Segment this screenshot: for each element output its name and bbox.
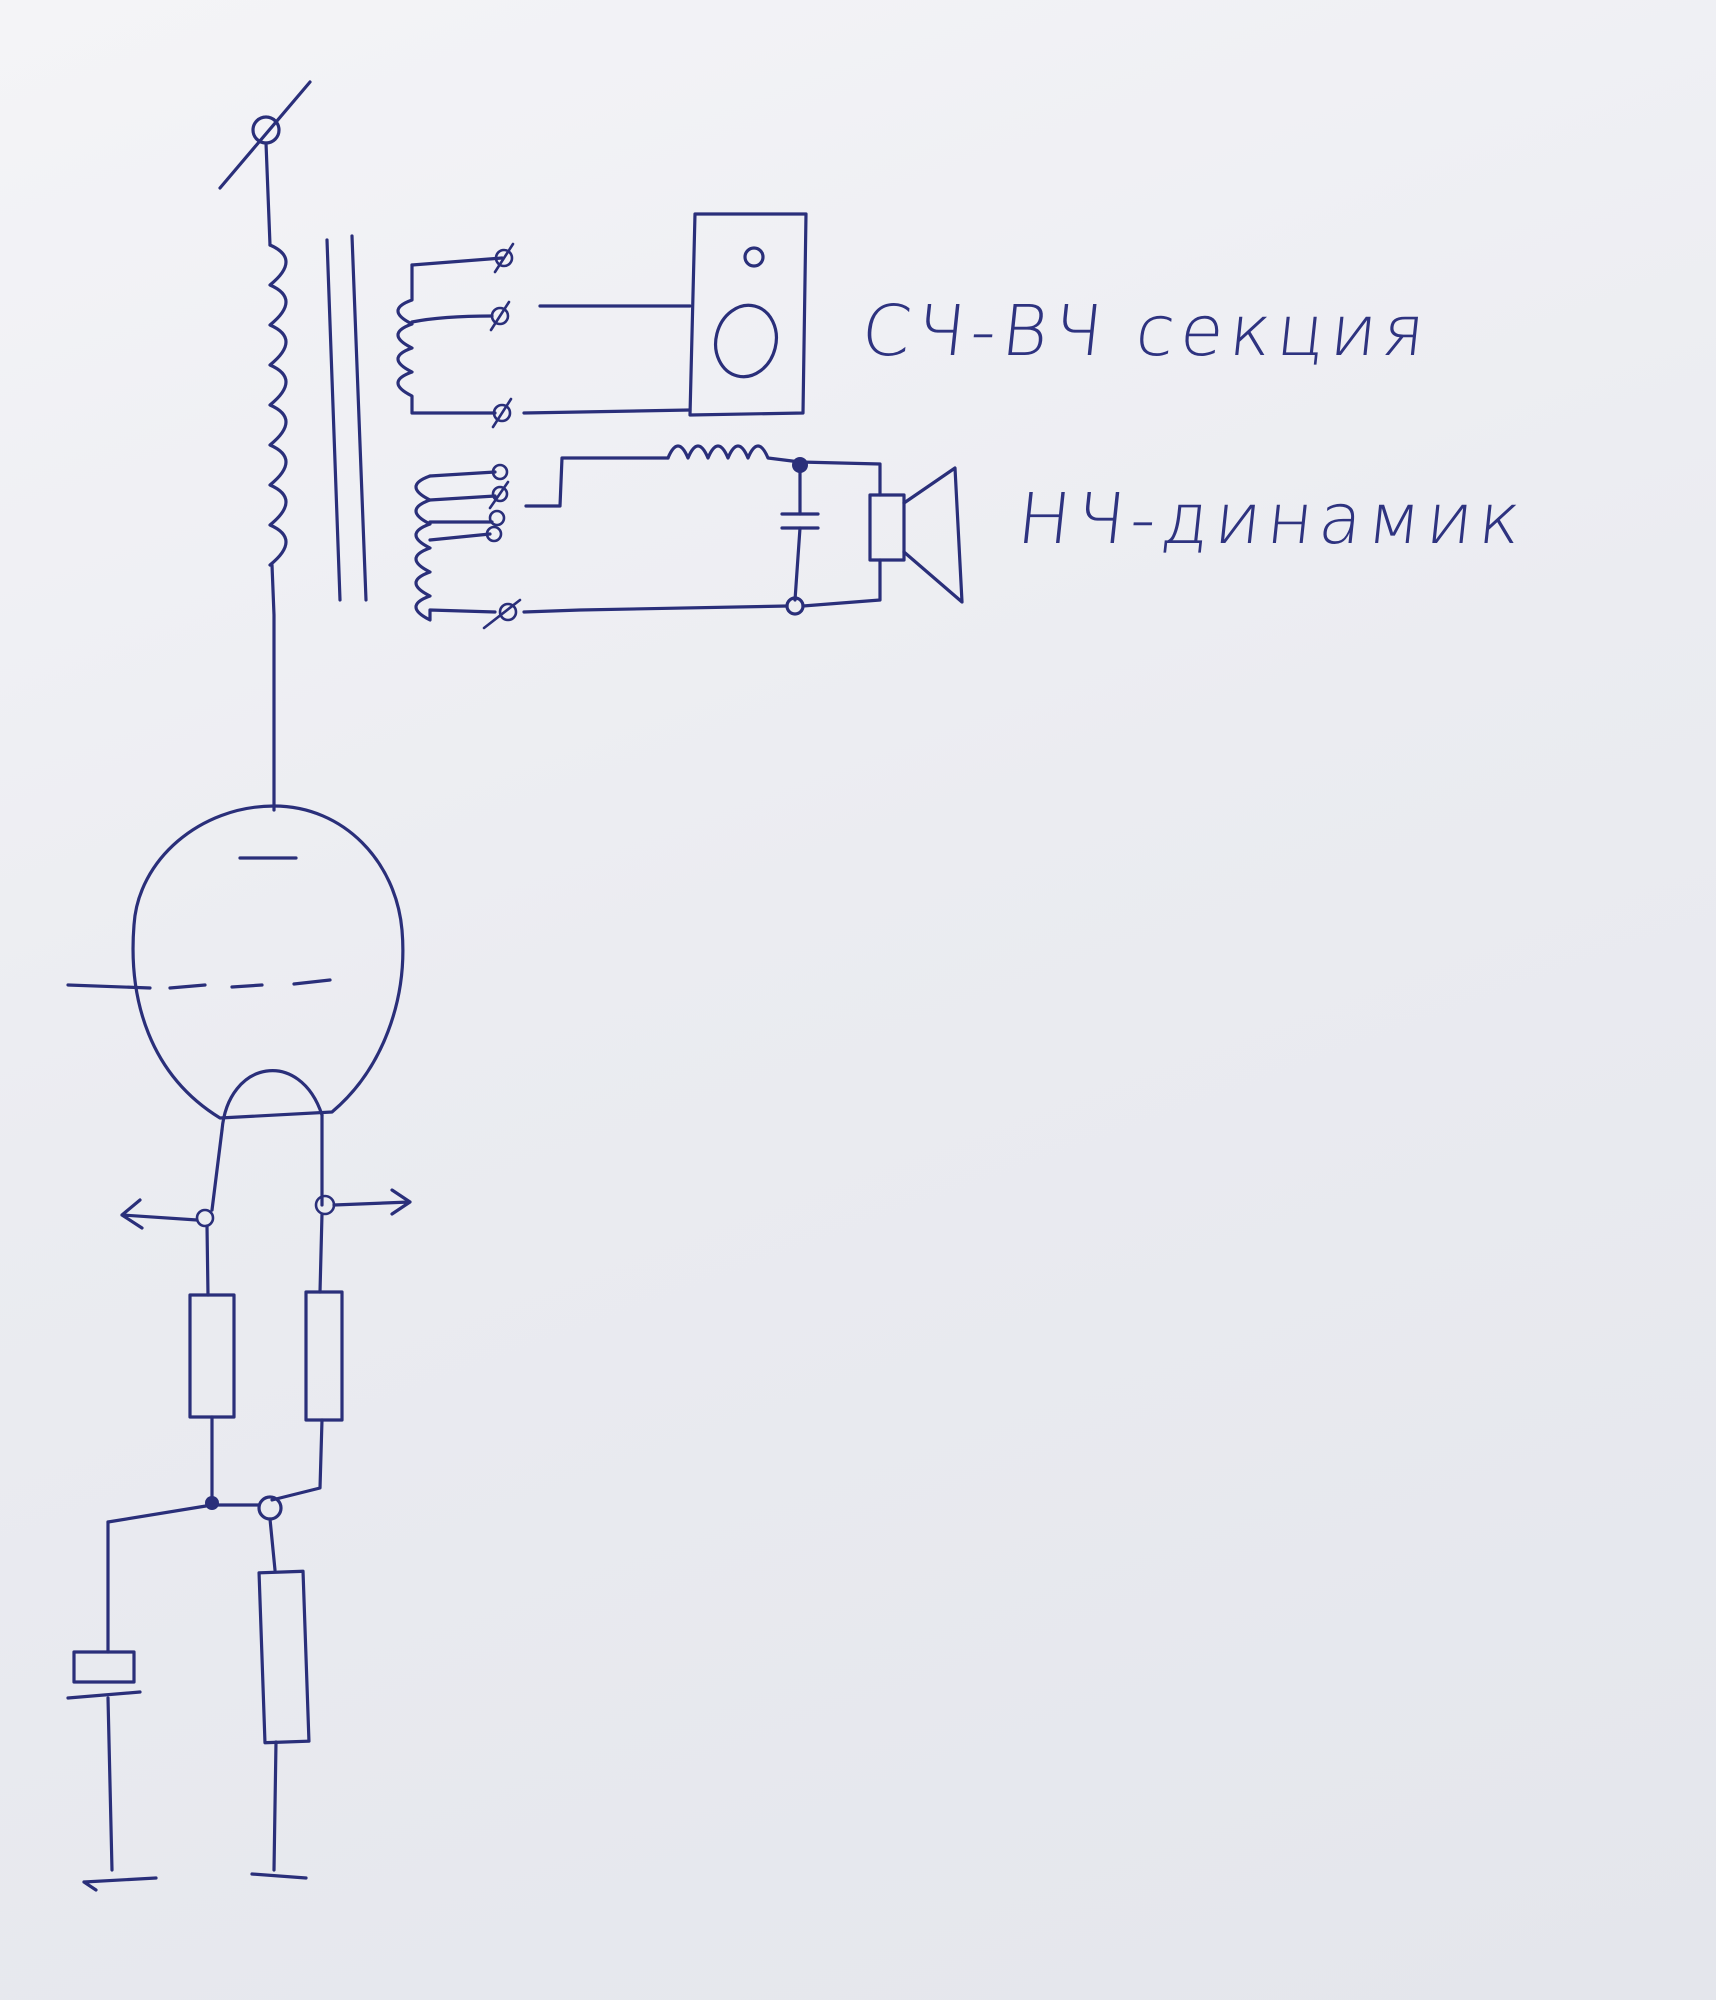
label-midhigh-section: СЧ-ВЧ секция	[857, 290, 1435, 372]
woofer-return-wire	[522, 558, 882, 614]
transformer-primary-coil	[268, 243, 288, 567]
cathode-junction-dot	[205, 1496, 219, 1510]
secondary-lower-leads	[428, 470, 497, 542]
secondary-lower-terminals	[482, 463, 522, 630]
supply-terminal	[218, 80, 312, 190]
heater-terminals	[195, 1194, 336, 1228]
heater-arrow-right	[332, 1188, 412, 1216]
cathode-resistor-top-lead	[268, 1517, 277, 1572]
heater-lead-left	[210, 1128, 224, 1212]
tube-cathode	[220, 1069, 324, 1132]
transformer-core	[325, 234, 368, 602]
ground-right	[250, 1872, 308, 1880]
crossover-inductor	[666, 444, 802, 464]
cathode-resistor-bottom-lead	[272, 1740, 278, 1872]
secondary-upper-top-lead	[410, 256, 504, 267]
cathode-resistor	[257, 1569, 311, 1745]
secondary-coil-upper	[396, 263, 497, 415]
bypass-electrolytic-capacitor	[66, 1650, 142, 1872]
ground-left	[82, 1876, 158, 1892]
secondary-upper-mid-lead	[410, 314, 494, 324]
midhigh-speaker-cabinet	[688, 212, 808, 417]
midhigh-return-wire	[522, 408, 692, 415]
woofer-speaker-icon	[868, 466, 964, 604]
power-tube	[66, 804, 405, 1132]
heater-arrow-left	[120, 1198, 199, 1230]
resistor-left-lead	[205, 1224, 210, 1297]
resistor-right-bottom-lead	[270, 1418, 324, 1502]
resistor-right-lead	[318, 1212, 324, 1294]
cathode-node	[257, 1495, 283, 1521]
secondary-upper-terminals	[489, 242, 515, 429]
resistor-right	[304, 1290, 344, 1422]
primary-top-wire	[264, 141, 272, 247]
resistor-left	[188, 1293, 236, 1419]
anode-wire	[270, 563, 276, 812]
woofer-feed-wire	[524, 456, 670, 508]
crossover-capacitor	[780, 468, 820, 602]
label-woofer: НЧ-динамик	[1013, 478, 1531, 560]
crossover-node-wire	[798, 460, 882, 497]
tube-envelope	[131, 804, 405, 1120]
cathode-bus	[106, 1503, 260, 1524]
tube-grid	[66, 978, 332, 990]
